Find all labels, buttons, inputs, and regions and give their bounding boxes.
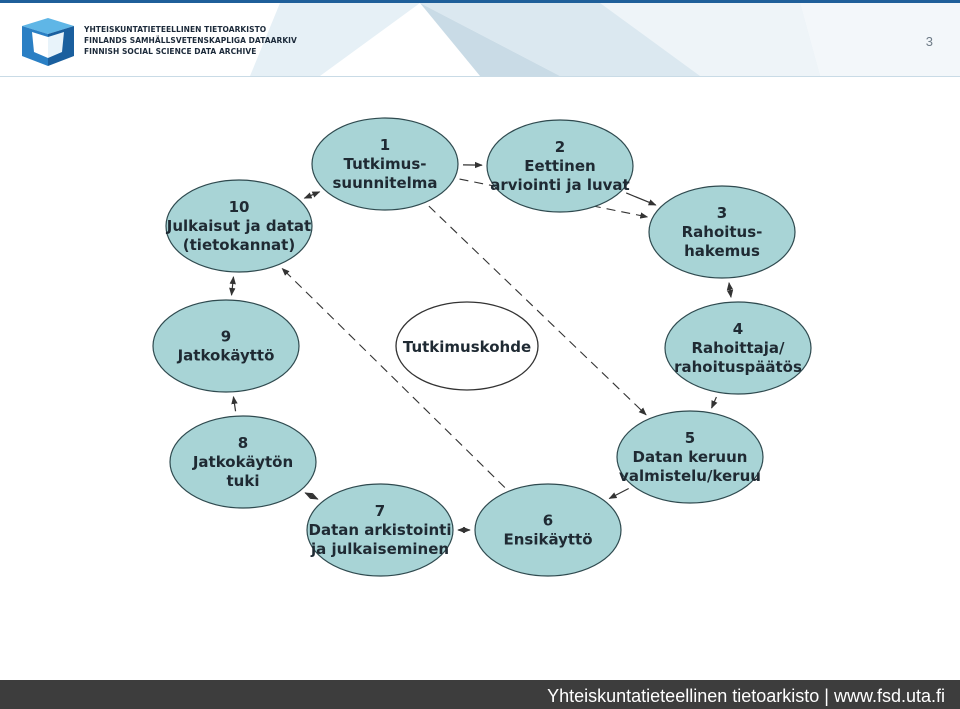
edge-1-to-5 xyxy=(428,205,647,416)
slide-footer: Yhteiskuntatieteellinen tietoarkisto | w… xyxy=(0,680,960,709)
node-8-ellipse xyxy=(169,415,317,509)
edge-2-to-3 xyxy=(625,192,657,206)
org-name-sv: FINLANDS SAMHÄLLSVETENSKAPLIGA DATAARKIV xyxy=(84,36,297,45)
center: Tutkimuskohde xyxy=(395,301,539,391)
node-2-ellipse xyxy=(486,119,634,213)
node-10-label-line: Julkaisut ja datat xyxy=(166,217,311,235)
edge-9-to-10 xyxy=(229,276,236,296)
node-8-label-line: tuki xyxy=(227,472,260,490)
node-9-label-line: Jatkokäyttö xyxy=(177,347,275,365)
edge-6-to-10 xyxy=(281,267,506,488)
header-top-line xyxy=(0,0,960,3)
node-4-number: 4 xyxy=(733,320,743,338)
node-2-number: 2 xyxy=(555,138,565,156)
center-label: Tutkimuskohde xyxy=(403,338,531,356)
fsd-cube-logo-icon xyxy=(22,18,74,66)
footer-text: Yhteiskuntatieteellinen tietoarkisto | w… xyxy=(547,686,945,706)
node-8-number: 8 xyxy=(238,434,248,452)
node-3-number: 3 xyxy=(717,204,727,222)
node-7-label-line: Datan arkistointi xyxy=(309,521,452,539)
edge-3-to-4 xyxy=(726,282,734,298)
node-4-label-line: rahoituspäätös xyxy=(674,358,802,376)
page-number: 3 xyxy=(925,34,933,49)
node-9-number: 9 xyxy=(221,328,231,346)
node-10-number: 10 xyxy=(229,198,250,216)
node-5-ellipse xyxy=(616,410,764,504)
node-2-label-line: arviointi ja luvat xyxy=(490,176,629,194)
edge-4-to-5 xyxy=(711,396,718,409)
org-name-en: FINNISH SOCIAL SCIENCE DATA ARCHIVE xyxy=(84,47,257,56)
node-1-label-line: Tutkimus- xyxy=(343,155,426,173)
node-10-label-line: (tietokannat) xyxy=(183,236,295,254)
node-4-ellipse xyxy=(664,301,812,395)
node-10-ellipse xyxy=(165,179,313,273)
node-3-ellipse xyxy=(648,185,796,279)
organization-names: YHTEISKUNTATIETEELLINEN TIETOARKISTO FIN… xyxy=(84,24,297,57)
node-3-label-line: Rahoitus- xyxy=(682,223,763,241)
slide-header: YHTEISKUNTATIETEELLINEN TIETOARKISTO FIN… xyxy=(0,0,960,76)
node-6-label-line: Ensikäyttö xyxy=(503,531,592,549)
node-7-label-line: ja julkaiseminen xyxy=(310,540,449,558)
node-4-label-line: Rahoittaja/ xyxy=(691,339,785,357)
org-name-fi: YHTEISKUNTATIETEELLINEN TIETOARKISTO xyxy=(84,25,267,34)
node-6-number: 6 xyxy=(543,512,553,530)
node-1-label-line: suunnitelma xyxy=(332,174,437,192)
node-6-ellipse xyxy=(474,483,622,577)
edge-7-to-8 xyxy=(304,492,319,500)
node-8-label-line: Jatkokäytön xyxy=(192,453,293,471)
node-1-number: 1 xyxy=(380,136,390,154)
node-7-number: 7 xyxy=(375,502,385,520)
node-9-ellipse xyxy=(152,299,300,393)
edge-8-to-9 xyxy=(231,395,238,412)
edge-5-to-6 xyxy=(608,487,629,500)
node-5-label-line: valmistelu/keruu xyxy=(619,467,761,485)
node-1-ellipse xyxy=(311,117,459,211)
edges xyxy=(229,161,734,534)
node-7-ellipse xyxy=(306,483,454,577)
node-5-label-line: Datan keruun xyxy=(633,448,748,466)
edge-10-to-1 xyxy=(303,191,321,199)
center-ellipse xyxy=(395,301,539,391)
header-rule xyxy=(0,76,960,77)
header-decoration xyxy=(250,3,960,76)
node-2-label-line: Eettinen xyxy=(524,157,595,175)
node-3-label-line: hakemus xyxy=(684,242,760,260)
node-5-number: 5 xyxy=(685,429,695,447)
